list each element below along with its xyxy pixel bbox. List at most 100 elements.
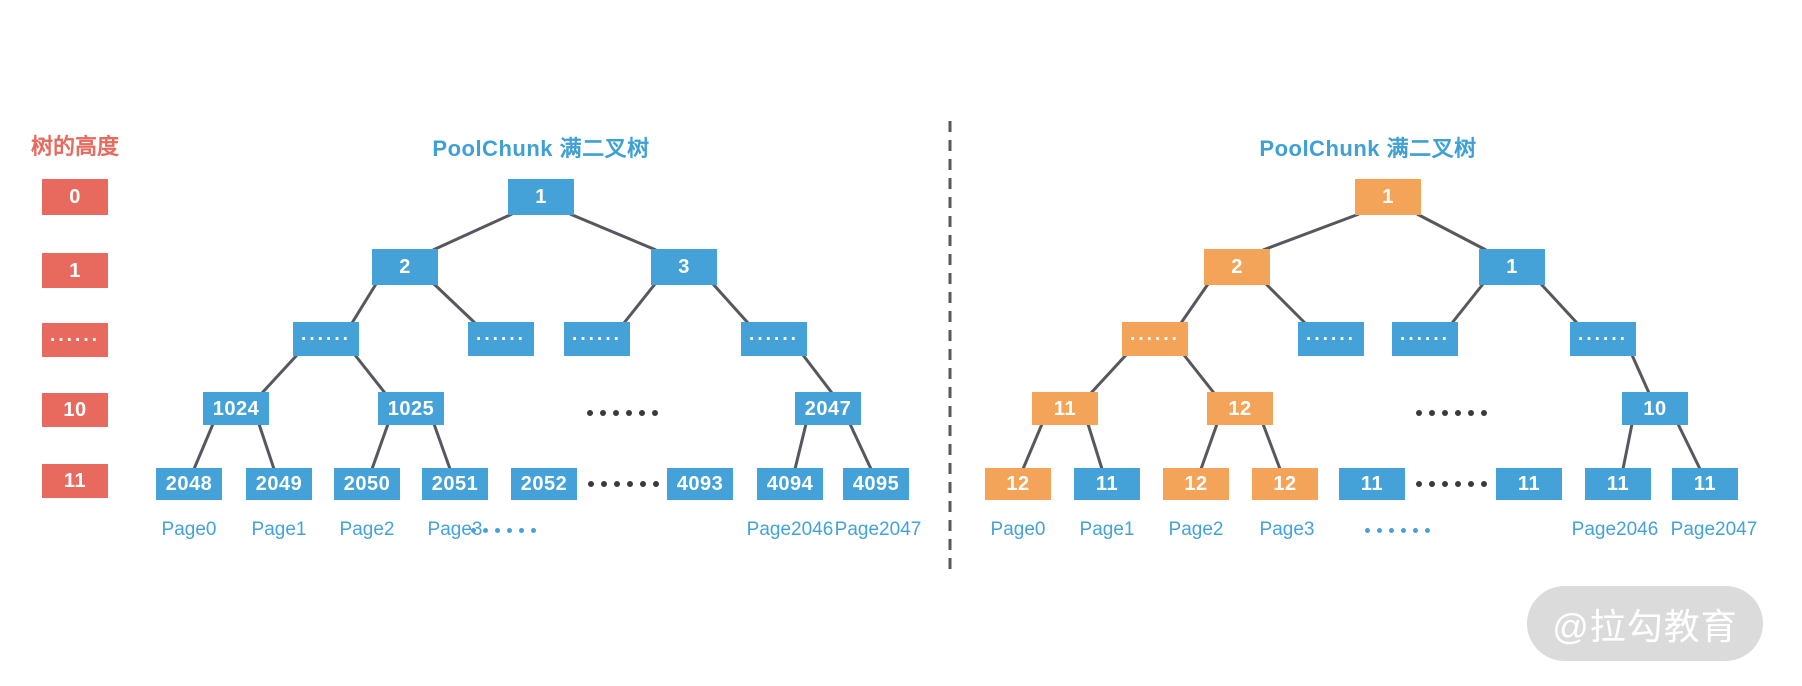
node-label: 3 [678, 256, 690, 278]
tree-edge [1450, 283, 1485, 324]
tree-node: 12 [985, 468, 1051, 500]
node-label: 2 [1231, 256, 1243, 278]
node-label: 11 [63, 470, 87, 492]
tree-node: ······ [1392, 322, 1458, 356]
tree-edge [1416, 212, 1487, 252]
node-label: ······ [476, 328, 526, 350]
dot [639, 481, 646, 487]
tree-edge [1539, 282, 1579, 325]
tree-node: 2 [1204, 249, 1270, 285]
tree-node: ······ [1298, 322, 1364, 356]
tree-node: 1 [508, 179, 574, 215]
tree-node: 11 [1339, 468, 1405, 500]
node-label: ······ [301, 328, 351, 350]
dot [626, 481, 633, 487]
tree-node: 11 [1672, 468, 1738, 500]
dot [1467, 481, 1474, 487]
node-label: 2048 [165, 473, 213, 495]
tree-node: 12 [1207, 392, 1273, 425]
tree-edge [1199, 423, 1219, 470]
dot [1412, 527, 1418, 533]
dot [1364, 527, 1370, 533]
page-label: Page2047 [1670, 519, 1758, 540]
tree-edge [1179, 283, 1210, 324]
tree-node: 2047 [795, 392, 861, 425]
tree-edge [1630, 354, 1651, 394]
dot [482, 527, 488, 533]
page-label: Page2046 [1571, 519, 1659, 540]
tree-edge [350, 283, 378, 324]
dot [638, 410, 645, 416]
node-label: 2049 [255, 473, 303, 495]
dot [1415, 481, 1422, 487]
dot [1454, 410, 1461, 416]
tree-node: 2051 [422, 468, 488, 500]
node-label: 0 [69, 186, 81, 208]
page-ellipsis-dots [1364, 527, 1430, 533]
tree-node: 2048 [156, 468, 222, 500]
dot [470, 527, 476, 533]
node-label: 11 [1095, 473, 1119, 495]
tree-node: 10 [1622, 392, 1688, 425]
node-label: ······ [1578, 328, 1628, 350]
node-label: 4095 [852, 473, 900, 495]
dot [1428, 410, 1435, 416]
tree-node: 4093 [667, 468, 733, 500]
tree-node: 1024 [203, 392, 269, 425]
tree-edge [1264, 282, 1307, 325]
node-label: 12 [1273, 473, 1297, 495]
dot [1454, 481, 1461, 487]
ellipsis-dots [1415, 410, 1487, 416]
dot [1441, 410, 1448, 416]
node-label: 1 [69, 259, 81, 282]
page-ellipsis-dots [470, 527, 536, 533]
node-label: ······ [1306, 328, 1356, 350]
dot [530, 527, 536, 533]
dot [1428, 481, 1435, 487]
node-label: 2050 [343, 473, 391, 495]
node-label: 10 [63, 399, 87, 421]
watermark-badge: @拉勾教育 [1527, 586, 1763, 661]
tree-edge [622, 283, 657, 324]
page-label: Page0 [161, 519, 217, 540]
page-label: Page2046 [746, 519, 834, 540]
node-label: 4094 [766, 473, 814, 495]
tree-edge [1621, 423, 1634, 470]
legend-box: 0 [42, 179, 108, 215]
tree-edge [353, 354, 387, 394]
node-label: 2051 [431, 473, 479, 495]
node-label: 12 [1184, 473, 1208, 495]
dot [1480, 481, 1487, 487]
tree-edge [1086, 423, 1104, 470]
node-label: 1024 [212, 397, 260, 420]
tree-node: 11 [1032, 392, 1098, 425]
legend-box: 11 [42, 464, 108, 498]
legend-box: 10 [42, 393, 108, 427]
node-label: 11 [1693, 473, 1717, 495]
dot [612, 410, 619, 416]
dot [600, 481, 607, 487]
node-label: 2052 [520, 473, 568, 495]
page-label: Page3 [1259, 519, 1315, 540]
tree-node: 12 [1163, 468, 1229, 500]
dot [1424, 527, 1430, 533]
tree-node: ······ [1122, 322, 1188, 356]
dot [506, 527, 512, 533]
dot [1441, 481, 1448, 487]
node-label: 12 [1006, 473, 1030, 495]
tree-node: 11 [1074, 468, 1140, 500]
node-label: ······ [572, 328, 622, 350]
page-label: Page2047 [834, 519, 922, 540]
left-tree-title: PoolChunk 满二叉树 [432, 136, 650, 161]
tree-edge [569, 212, 657, 252]
tree-node: 1025 [378, 392, 444, 425]
dot [613, 481, 620, 487]
tree-node: 4095 [843, 468, 909, 500]
page-label: Page2 [1168, 519, 1224, 540]
node-label: 2 [399, 256, 411, 278]
node-label: ······ [749, 328, 799, 350]
tree-node: 11 [1496, 468, 1562, 500]
tree-edge [1089, 353, 1128, 395]
tree-node: 2052 [511, 468, 577, 500]
